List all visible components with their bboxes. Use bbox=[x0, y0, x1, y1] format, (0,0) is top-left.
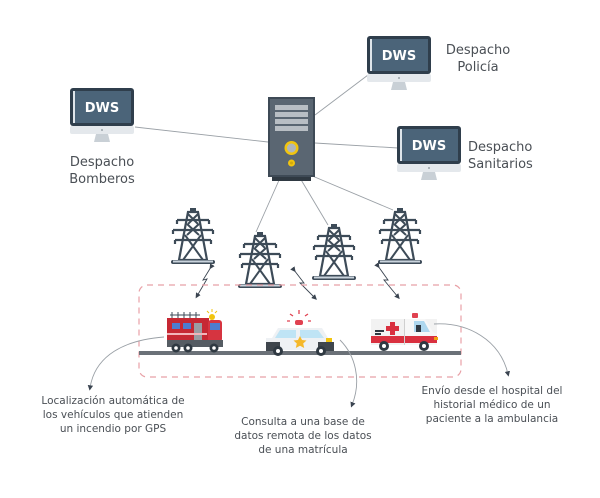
caption-historial: Envío desde el hospital del historial mé… bbox=[412, 384, 572, 426]
caption-line: de una matrícula bbox=[258, 444, 348, 456]
caption-line: Envío desde el hospital del bbox=[421, 385, 563, 397]
connection-lines bbox=[134, 74, 399, 233]
road bbox=[139, 351, 461, 355]
vehicles-zone bbox=[138, 284, 462, 378]
workstation-bomberos: DWS bbox=[70, 88, 134, 142]
line-server-tower4 bbox=[309, 174, 394, 211]
label-line: Bomberos bbox=[69, 172, 135, 187]
caption-line: los vehículos que atienden bbox=[42, 409, 184, 421]
caption-line: un incendio por GPS bbox=[59, 423, 167, 435]
tower-icon-1 bbox=[169, 206, 217, 266]
workstation-sanitarios: DWS bbox=[397, 126, 461, 180]
police-car-icon bbox=[266, 310, 334, 356]
callout-historial bbox=[433, 323, 511, 377]
wireless-arrow-1 bbox=[195, 263, 215, 299]
tower-icon-3 bbox=[310, 222, 358, 282]
wireless-links bbox=[195, 262, 400, 300]
line-server-tower3 bbox=[299, 177, 329, 226]
caption-gps: Localización automática de los vehículos… bbox=[38, 394, 188, 436]
label-line: Policía bbox=[457, 60, 499, 75]
wireless-arrow-2 bbox=[290, 266, 317, 300]
tower-icon-2 bbox=[236, 230, 284, 290]
wireless-arrow-3 bbox=[374, 262, 400, 300]
label-line: Despacho bbox=[69, 155, 135, 170]
caption-line: Localización automática de bbox=[41, 395, 185, 407]
callout-lines bbox=[87, 323, 511, 408]
line-server-sanitarios bbox=[314, 142, 399, 149]
label-bomberos: Despacho Bomberos bbox=[62, 154, 142, 188]
fire-truck-icon bbox=[167, 309, 223, 353]
caption-line: paciente a la ambulancia bbox=[425, 413, 559, 425]
server-icon bbox=[268, 97, 315, 181]
dws-label: DWS bbox=[382, 49, 417, 64]
ambulance-icon bbox=[371, 313, 438, 351]
workstation-policia: DWS bbox=[367, 36, 431, 90]
caption-line: datos remota de los datos bbox=[234, 430, 372, 442]
dws-label: DWS bbox=[85, 101, 120, 116]
caption-line: Consulta a una base de bbox=[241, 416, 365, 428]
line-server-bomberos bbox=[134, 126, 269, 143]
label-line: Sanitarios bbox=[468, 157, 533, 172]
line-server-tower2 bbox=[255, 177, 281, 233]
dws-label: DWS bbox=[412, 139, 447, 154]
caption-line: historial médico de un bbox=[433, 399, 551, 411]
label-line: Despacho bbox=[468, 140, 533, 155]
caption-matricula: Consulta a una base de datos remota de l… bbox=[228, 415, 378, 457]
label-policia: Despacho Policía bbox=[438, 42, 518, 76]
label-line: Despacho bbox=[445, 43, 511, 58]
label-sanitarios: Despacho Sanitarios bbox=[468, 139, 548, 173]
callout-matricula bbox=[339, 339, 358, 408]
line-server-policia bbox=[314, 74, 369, 116]
callout-gps bbox=[87, 336, 165, 391]
tower-icon-4 bbox=[376, 206, 424, 266]
